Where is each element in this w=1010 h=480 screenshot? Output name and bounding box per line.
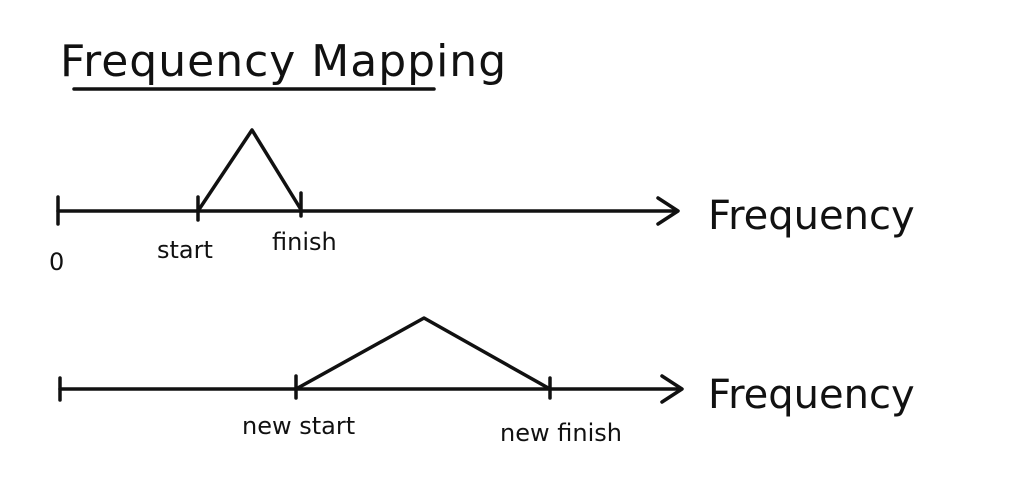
mapped-band-peak bbox=[294, 316, 552, 391]
mapped-axis-arrowhead bbox=[660, 374, 684, 404]
original-axis-arrowhead bbox=[656, 196, 680, 226]
original-axis: Frequency 0 start finish bbox=[49, 128, 915, 276]
original-band-peak bbox=[198, 128, 302, 210]
diagram-title: Frequency Mapping bbox=[60, 36, 507, 87]
tick-label-finish: finish bbox=[272, 228, 337, 256]
mapped-axis: Frequency new start new finish bbox=[58, 316, 915, 447]
mapped-axis-label: Frequency bbox=[708, 372, 915, 418]
tick-label-start: start bbox=[157, 236, 213, 264]
original-axis-label: Frequency bbox=[708, 193, 915, 239]
tick-label-new-start: new start bbox=[242, 412, 355, 440]
tick-label-zero: 0 bbox=[49, 248, 64, 276]
tick-label-new-finish: new finish bbox=[500, 419, 622, 447]
